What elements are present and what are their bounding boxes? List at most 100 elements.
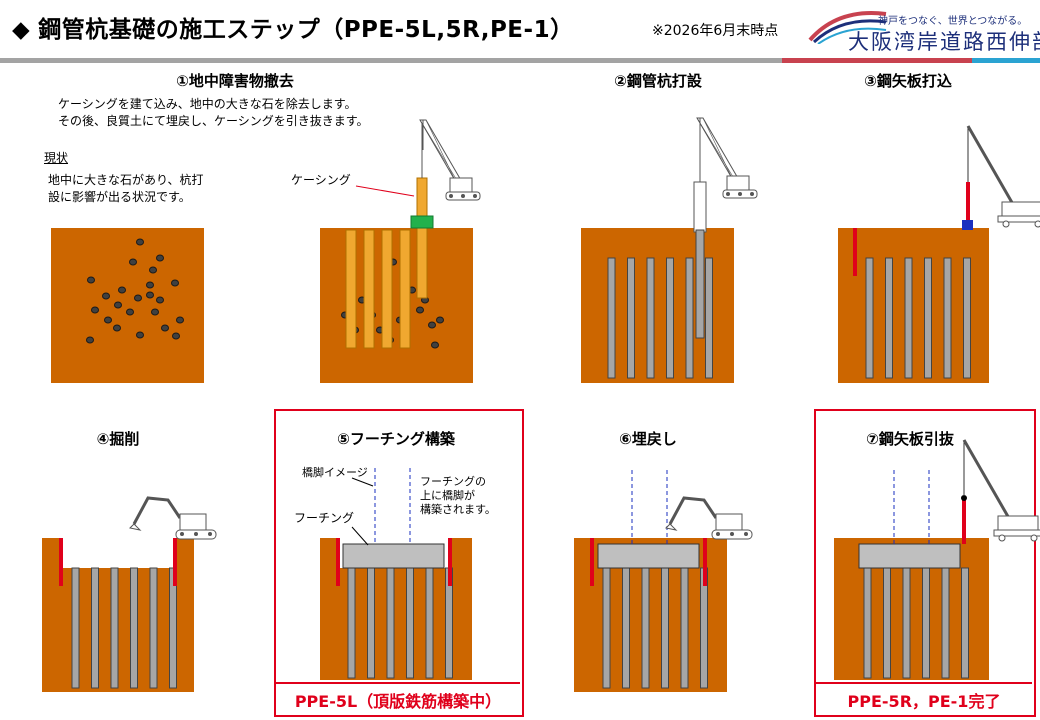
sheet-pile-right bbox=[448, 538, 452, 586]
rock bbox=[118, 286, 126, 294]
step5-status: PPE-5L（頂版鉄筋構築中） bbox=[294, 692, 502, 711]
rock-cluster bbox=[86, 238, 184, 344]
pier-leader-line bbox=[351, 477, 374, 487]
pile-driver-casing bbox=[693, 181, 707, 233]
footing-note-line1: フーチングの bbox=[420, 475, 486, 488]
rock bbox=[91, 306, 99, 314]
casing-label: ケーシング bbox=[291, 173, 351, 187]
footing-note-line3: 構築されます。 bbox=[420, 503, 496, 516]
pile-group bbox=[865, 257, 971, 379]
step1-title: ①地中障害物撤去 bbox=[176, 72, 294, 90]
header-band-blue bbox=[972, 58, 1040, 63]
logo-tagline: 神戸をつなぐ、世界とつながる。 bbox=[878, 16, 1028, 27]
steel-pipe-pile bbox=[110, 567, 119, 689]
steel-pipe-pile bbox=[149, 567, 158, 689]
rock bbox=[146, 291, 154, 299]
steel-pipe-pile bbox=[941, 567, 950, 679]
steel-pipe-pile bbox=[607, 257, 616, 379]
vibro-hammer bbox=[962, 220, 973, 230]
rock bbox=[172, 332, 180, 340]
rock bbox=[156, 254, 164, 262]
steel-pipe-pile bbox=[367, 567, 375, 679]
rock bbox=[136, 238, 144, 246]
rock bbox=[431, 341, 439, 349]
sheet-pile-right bbox=[703, 538, 707, 586]
rock bbox=[136, 331, 144, 339]
step7-highlight-frame bbox=[814, 409, 1036, 717]
excavator-icon bbox=[664, 496, 754, 541]
steel-pipe-pile bbox=[641, 567, 650, 689]
sheet-pile-left bbox=[590, 538, 594, 586]
steel-pipe-pile bbox=[622, 567, 630, 689]
steel-pipe-pile bbox=[885, 257, 893, 379]
rock bbox=[176, 316, 184, 324]
diamond-bullet-icon: ◆ bbox=[12, 17, 31, 43]
steel-pipe-pile bbox=[425, 567, 434, 679]
footing-block bbox=[858, 543, 961, 569]
rock bbox=[114, 301, 122, 309]
mobile-crane-icon bbox=[962, 438, 1040, 543]
sheet-pile-being-extracted bbox=[962, 496, 966, 544]
rock bbox=[102, 292, 110, 300]
casing-pipe bbox=[363, 229, 375, 349]
rock bbox=[428, 321, 436, 329]
soil-block bbox=[320, 228, 473, 383]
steel-pipe-pile bbox=[705, 257, 713, 379]
sheet-pile-being-driven bbox=[966, 182, 970, 224]
rock bbox=[146, 281, 154, 289]
steel-pipe-pile bbox=[661, 567, 669, 689]
pier-image-label: 橋脚イメージ bbox=[302, 466, 368, 479]
steel-pipe-pile bbox=[91, 567, 99, 689]
rock bbox=[113, 324, 121, 332]
step4-title: ④掘削 bbox=[96, 430, 140, 448]
current-status-line1: 地中に大きな石があり、杭打 bbox=[48, 173, 204, 187]
pile-group bbox=[71, 567, 177, 689]
footing-note-line2: 上に橋脚が bbox=[420, 489, 475, 502]
step7-status: PPE-5R，PE-1完了 bbox=[847, 692, 1001, 711]
steel-pipe-pile bbox=[386, 567, 395, 679]
steel-pipe-pile bbox=[71, 567, 80, 689]
step5-highlight-frame bbox=[274, 409, 524, 717]
sheet-pile-right bbox=[173, 538, 177, 586]
rock bbox=[171, 279, 179, 287]
page-title-text: 鋼管杭基礎の施工ステップ（PPE-5L,5R,PE-1） bbox=[38, 17, 574, 43]
soil-block bbox=[51, 228, 204, 383]
crane-hook bbox=[961, 495, 967, 501]
sheet-pile-left bbox=[59, 538, 63, 586]
casing-pipe bbox=[345, 229, 357, 349]
rock bbox=[161, 324, 169, 332]
step7-title: ⑦鋼矢板引抜 bbox=[866, 430, 954, 448]
step5-title: ⑤フーチング構築 bbox=[337, 430, 455, 448]
casing-pipe bbox=[381, 229, 393, 349]
steel-pipe-pile bbox=[943, 257, 952, 379]
steel-pipe-pile bbox=[646, 257, 655, 379]
steel-pipe-pile bbox=[865, 257, 874, 379]
step1-description-line1: ケーシングを建て込み、地中の大きな石を除去します。 bbox=[58, 97, 357, 111]
step1-description-line2: その後、良質土にて埋戻し、ケーシングを引き抜きます。 bbox=[58, 114, 369, 128]
sheet-pile-left bbox=[336, 538, 340, 586]
header-band-red bbox=[782, 58, 972, 63]
footing-label: フーチング bbox=[294, 511, 355, 525]
rock bbox=[104, 316, 112, 324]
casing-pipe bbox=[399, 229, 411, 349]
steel-pipe-pile bbox=[902, 567, 911, 679]
steel-pipe-pile bbox=[680, 567, 689, 689]
rock bbox=[156, 296, 164, 304]
steel-pipe-pile bbox=[963, 257, 971, 379]
footing-block bbox=[597, 543, 700, 569]
pile-group bbox=[602, 567, 708, 689]
rock bbox=[151, 308, 159, 316]
steel-pipe-pile bbox=[922, 567, 930, 679]
logo: 神戸をつなぐ、世界とつながる。 大阪湾岸道路西伸部 bbox=[808, 2, 1040, 58]
rock bbox=[436, 316, 444, 324]
rock bbox=[134, 294, 142, 302]
casing-clamp bbox=[410, 215, 434, 229]
casing-raised bbox=[416, 177, 428, 299]
footing-leader-line bbox=[351, 526, 369, 546]
page-title: ◆ 鋼管杭基礎の施工ステップ（PPE-5L,5R,PE-1） bbox=[12, 10, 574, 44]
steel-pipe-pile bbox=[904, 257, 913, 379]
casing-group bbox=[345, 229, 411, 349]
steel-pipe-pile bbox=[924, 257, 932, 379]
sheet-pile-left bbox=[853, 228, 857, 276]
